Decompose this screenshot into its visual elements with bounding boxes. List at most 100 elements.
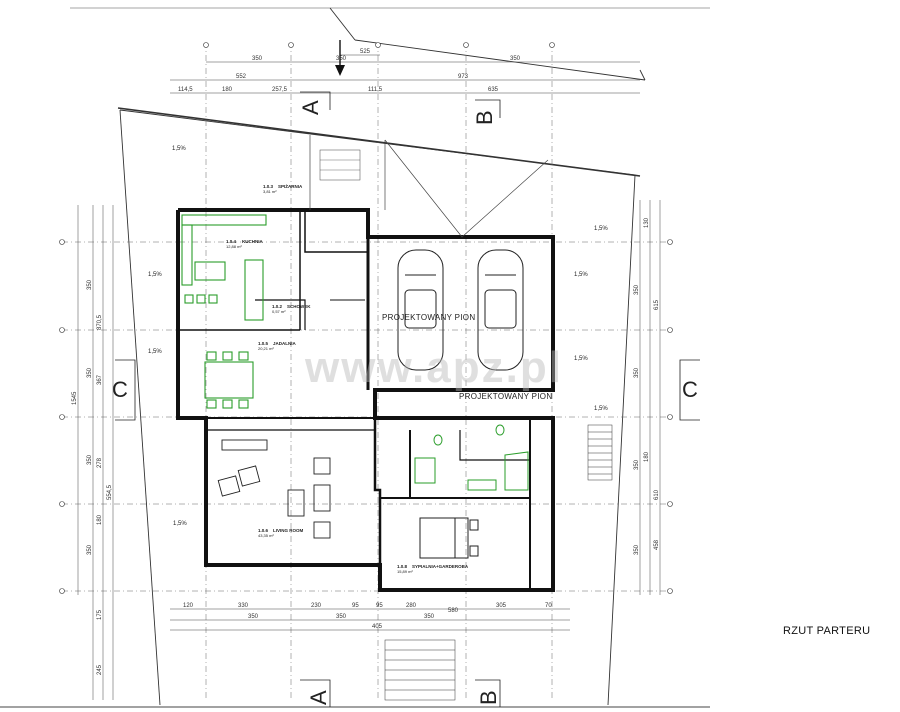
section-marker-a-bottom: A bbox=[300, 679, 331, 707]
top-dim-1: 350 bbox=[252, 56, 263, 62]
section-marker-c-right: C bbox=[679, 359, 700, 421]
bottom-dim-8: 70 bbox=[545, 603, 552, 609]
entrance-stairs bbox=[384, 639, 456, 701]
bottom-dim-total: 405 bbox=[372, 624, 383, 630]
svg-text:B: B bbox=[476, 690, 501, 705]
section-marker-c-left: C bbox=[112, 359, 136, 421]
svg-text:458: 458 bbox=[654, 539, 660, 550]
section-marker-b-bottom: B bbox=[475, 679, 501, 707]
kitchen-furniture bbox=[181, 214, 267, 321]
top-dim-row3-2: 180 bbox=[222, 87, 233, 93]
room-label-living-room: 1.0.6 LIVING ROOM 43,35 m² bbox=[258, 528, 304, 538]
svg-text:1.0.8: 1.0.8 bbox=[397, 564, 408, 569]
svg-text:1545: 1545 bbox=[72, 391, 78, 405]
service-shaft-label: PROJEKTOWANY PION bbox=[459, 392, 552, 401]
top-dim-row2-2: 973 bbox=[458, 74, 469, 80]
svg-text:350: 350 bbox=[87, 367, 93, 378]
svg-text:350: 350 bbox=[87, 544, 93, 555]
slope-label: 1,5% bbox=[148, 272, 162, 278]
svg-text:1.0.3: 1.0.3 bbox=[263, 184, 274, 189]
svg-text:15,89 m²: 15,89 m² bbox=[397, 569, 413, 574]
room-label-pantry: 1.0.3 SPIŻARNIA 3,81 m² bbox=[263, 183, 303, 194]
svg-text:1.0.4: 1.0.4 bbox=[226, 239, 237, 244]
bottom-dim-row2-4: 580 bbox=[448, 608, 459, 614]
svg-text:245: 245 bbox=[97, 664, 103, 675]
bottom-dim-7: 305 bbox=[496, 603, 507, 609]
svg-text:350: 350 bbox=[634, 284, 640, 295]
svg-text:12,88 m²: 12,88 m² bbox=[226, 244, 242, 249]
svg-text:A: A bbox=[298, 100, 323, 115]
slope-label: 1,5% bbox=[594, 226, 608, 232]
top-dim-row3-1: 114,5 bbox=[178, 87, 193, 93]
svg-text:1.0.5: 1.0.5 bbox=[258, 341, 269, 346]
svg-text:615: 615 bbox=[654, 299, 660, 310]
svg-text:278: 278 bbox=[97, 457, 103, 468]
svg-text:1.0.6: 1.0.6 bbox=[258, 528, 269, 533]
svg-text:SPIŻARNIA: SPIŻARNIA bbox=[278, 183, 303, 189]
bottom-dim-6: 280 bbox=[406, 603, 417, 609]
right-dimension-lines bbox=[639, 200, 661, 595]
svg-text:JADALNIA: JADALNIA bbox=[273, 341, 297, 346]
section-marker-b-top: B bbox=[472, 99, 501, 125]
top-dim-single: 525 bbox=[360, 49, 371, 55]
svg-text:A: A bbox=[306, 690, 331, 705]
svg-text:350: 350 bbox=[87, 454, 93, 465]
entrance-arrow-icon bbox=[335, 40, 345, 76]
svg-text:350: 350 bbox=[634, 544, 640, 555]
car-icon bbox=[477, 249, 524, 371]
roof-lines bbox=[309, 135, 549, 238]
svg-text:B: B bbox=[472, 110, 497, 125]
axis-markers bbox=[59, 42, 673, 594]
top-dim-row2-1: 552 bbox=[236, 74, 247, 80]
top-dim-3: 350 bbox=[510, 56, 521, 62]
bottom-dimension-lines bbox=[170, 608, 570, 631]
left-dimension-lines bbox=[77, 205, 114, 700]
svg-text:LIVING ROOM: LIVING ROOM bbox=[273, 528, 304, 533]
top-dimension-lines bbox=[170, 54, 640, 94]
svg-text:180: 180 bbox=[644, 451, 650, 462]
svg-text:610: 610 bbox=[654, 489, 660, 500]
svg-text:367: 367 bbox=[97, 374, 103, 385]
living-room-furniture bbox=[217, 439, 331, 539]
svg-text:0,57 m²: 0,57 m² bbox=[272, 309, 286, 314]
svg-text:SYPIALNIA+GARDEROBA: SYPIALNIA+GARDEROBA bbox=[412, 564, 469, 569]
bottom-dim-1: 120 bbox=[183, 603, 194, 609]
slope-label: 1,5% bbox=[594, 406, 608, 412]
room-label-storage: 1.0.2 SCHOWEK 0,57 m² bbox=[272, 304, 311, 314]
svg-text:175: 175 bbox=[97, 609, 103, 620]
top-dim-row3-5: 635 bbox=[488, 87, 499, 93]
svg-text:350: 350 bbox=[634, 367, 640, 378]
bottom-dim-4: 95 bbox=[352, 603, 359, 609]
slope-label: 1,5% bbox=[148, 349, 162, 355]
bathroom-fixtures bbox=[414, 424, 529, 491]
section-marker-a-top: A bbox=[298, 91, 331, 115]
svg-text:C: C bbox=[682, 377, 698, 402]
svg-text:SCHOWEK: SCHOWEK bbox=[287, 304, 311, 309]
exterior-stairs bbox=[587, 424, 613, 481]
bottom-dim-3: 230 bbox=[311, 603, 322, 609]
left-dimension-texts: 350 870,5 350 367 1545 350 278 554,5 180… bbox=[72, 279, 113, 675]
house-walls bbox=[176, 208, 555, 592]
room-label-dining: 1.0.5 JADALNIA 20,21 m² bbox=[258, 341, 297, 351]
dining-table bbox=[204, 351, 254, 409]
bottom-dim-row2-3: 350 bbox=[424, 614, 435, 620]
svg-text:43,35 m²: 43,35 m² bbox=[258, 533, 274, 538]
svg-text:350: 350 bbox=[634, 459, 640, 470]
slope-label: 1,5% bbox=[173, 521, 187, 527]
plot-outline bbox=[117, 7, 646, 706]
svg-text:3,81 m²: 3,81 m² bbox=[263, 189, 277, 194]
top-dim-row3-4: 111,5 bbox=[368, 87, 383, 93]
room-label-kitchen: 1.0.4 KUCHNIA 12,88 m² bbox=[226, 239, 263, 249]
bottom-dim-row2-2: 350 bbox=[336, 614, 347, 620]
svg-text:554,5: 554,5 bbox=[107, 484, 113, 500]
svg-text:180: 180 bbox=[97, 514, 103, 525]
slope-label: 1,5% bbox=[574, 272, 588, 278]
slope-label: 1,5% bbox=[574, 356, 588, 362]
right-dimension-texts: 130 350 615 350 350 180 610 350 458 bbox=[634, 217, 660, 555]
svg-text:KUCHNIA: KUCHNIA bbox=[242, 239, 263, 244]
bed bbox=[419, 517, 479, 559]
room-label-bedroom: 1.0.8 SYPIALNIA+GARDEROBA 15,89 m² bbox=[397, 564, 469, 574]
slope-label: 1,5% bbox=[172, 146, 186, 152]
bottom-dim-row2-1: 350 bbox=[248, 614, 259, 620]
svg-text:C: C bbox=[112, 377, 128, 402]
